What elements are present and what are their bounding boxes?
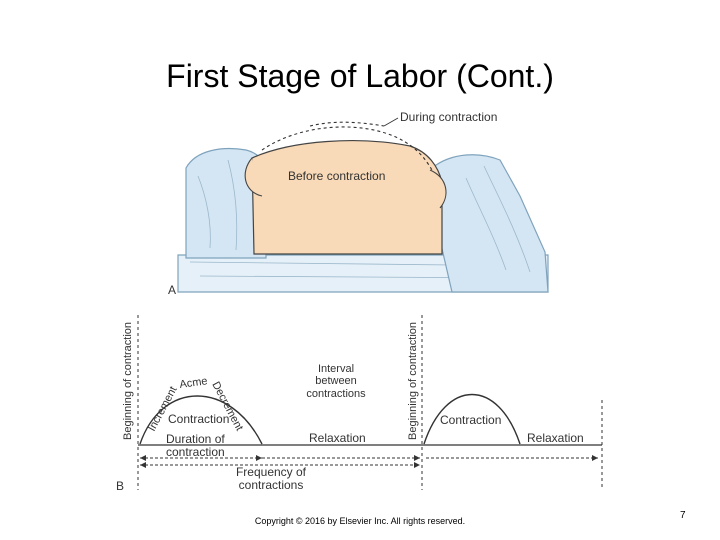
panel-b-graph bbox=[137, 315, 603, 490]
frequency-label-line2: contractions bbox=[239, 478, 304, 492]
panel-a-illustration bbox=[177, 117, 549, 293]
interval-label-line2: between bbox=[315, 375, 357, 387]
duration-label-line2: contraction bbox=[166, 445, 225, 459]
duration-label-line1: Duration of bbox=[166, 432, 225, 446]
during-contraction-contour bbox=[261, 126, 433, 171]
contraction-curve-1 bbox=[139, 395, 263, 445]
beginning-of-contraction-label-1: Beginning of contraction bbox=[122, 322, 134, 440]
copyright-footer: Copyright © 2016 by Elsevier Inc. All ri… bbox=[254, 516, 466, 526]
frequency-label-line1: Frequency of bbox=[236, 465, 307, 479]
slide-title: First Stage of Labor (Cont.) bbox=[166, 58, 554, 94]
relaxation-label-2: Relaxation bbox=[527, 431, 584, 445]
relaxation-label-1: Relaxation bbox=[309, 431, 366, 445]
beginning-of-contraction-label-2: Beginning of contraction bbox=[407, 322, 419, 440]
right-sheet bbox=[431, 154, 549, 293]
interval-label-line1: Interval bbox=[318, 363, 354, 375]
contraction-label-1: Contraction bbox=[168, 412, 229, 426]
before-contraction-label: Before contraction bbox=[288, 169, 385, 183]
during-contraction-label: During contraction bbox=[400, 110, 497, 124]
increment-label: Increment bbox=[146, 385, 180, 434]
panel-b-letter: B bbox=[116, 479, 124, 493]
contraction-curve-2 bbox=[423, 393, 521, 445]
panel-a-letter: A bbox=[168, 283, 176, 297]
interval-label-line3: contractions bbox=[306, 388, 366, 400]
acme-label: Acme bbox=[179, 375, 209, 391]
abdomen bbox=[251, 140, 443, 255]
page-number: 7 bbox=[680, 510, 686, 521]
contraction-label-2: Contraction bbox=[440, 413, 501, 427]
